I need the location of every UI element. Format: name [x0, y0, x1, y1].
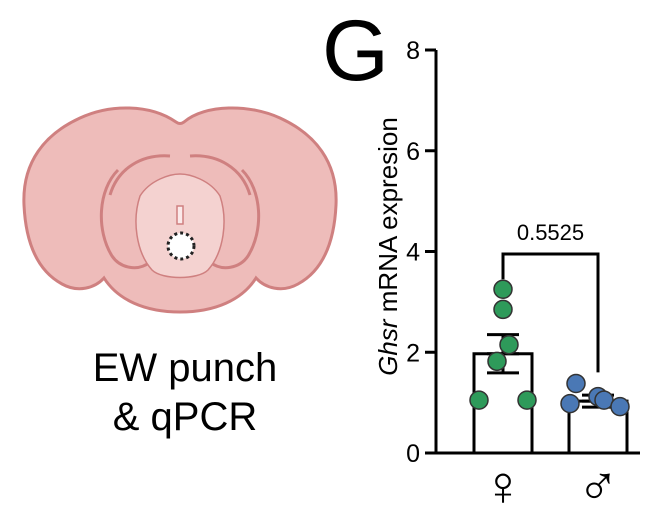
y-tick-label: 8	[406, 37, 420, 65]
x-tick-label: ♀	[482, 454, 524, 517]
caption-line-1: EW punch	[92, 346, 278, 390]
aqueduct	[176, 205, 184, 225]
panel-letter: G	[322, 3, 389, 99]
data-point	[566, 373, 586, 394]
bracket-line	[501, 252, 600, 373]
y-tick-label: 2	[406, 339, 420, 367]
hippocampus-right	[209, 168, 261, 270]
y-axis: 0 2 4 6 8	[406, 37, 640, 468]
data-point	[493, 299, 513, 320]
y-tick-label: 6	[406, 138, 420, 166]
punch-marker-icon	[166, 231, 196, 261]
data-point	[517, 390, 537, 410]
data-point	[493, 279, 513, 300]
data-point	[560, 393, 580, 414]
y-tick-label: 4	[406, 239, 420, 267]
x-tick-label: ♂	[577, 454, 619, 517]
significance-bracket: 0.5525	[501, 220, 600, 373]
data-point	[469, 390, 489, 410]
y-tick-label: 0	[406, 440, 420, 468]
corpus-callosum	[108, 154, 252, 196]
hippocampus-left	[99, 168, 151, 270]
data-point	[487, 351, 507, 372]
caption-line-2: & qPCR	[112, 395, 258, 439]
data-points	[469, 279, 630, 417]
data-point	[610, 396, 630, 417]
p-value-label: 0.5525	[517, 220, 584, 245]
y-axis-label: Ghsr mRNA expresion	[373, 117, 403, 376]
x-axis-labels: ♀♂	[482, 454, 619, 517]
midbrain-inner	[135, 173, 225, 279]
data-point	[499, 334, 519, 355]
illustration-caption: EW punch & qPCR	[60, 344, 310, 442]
